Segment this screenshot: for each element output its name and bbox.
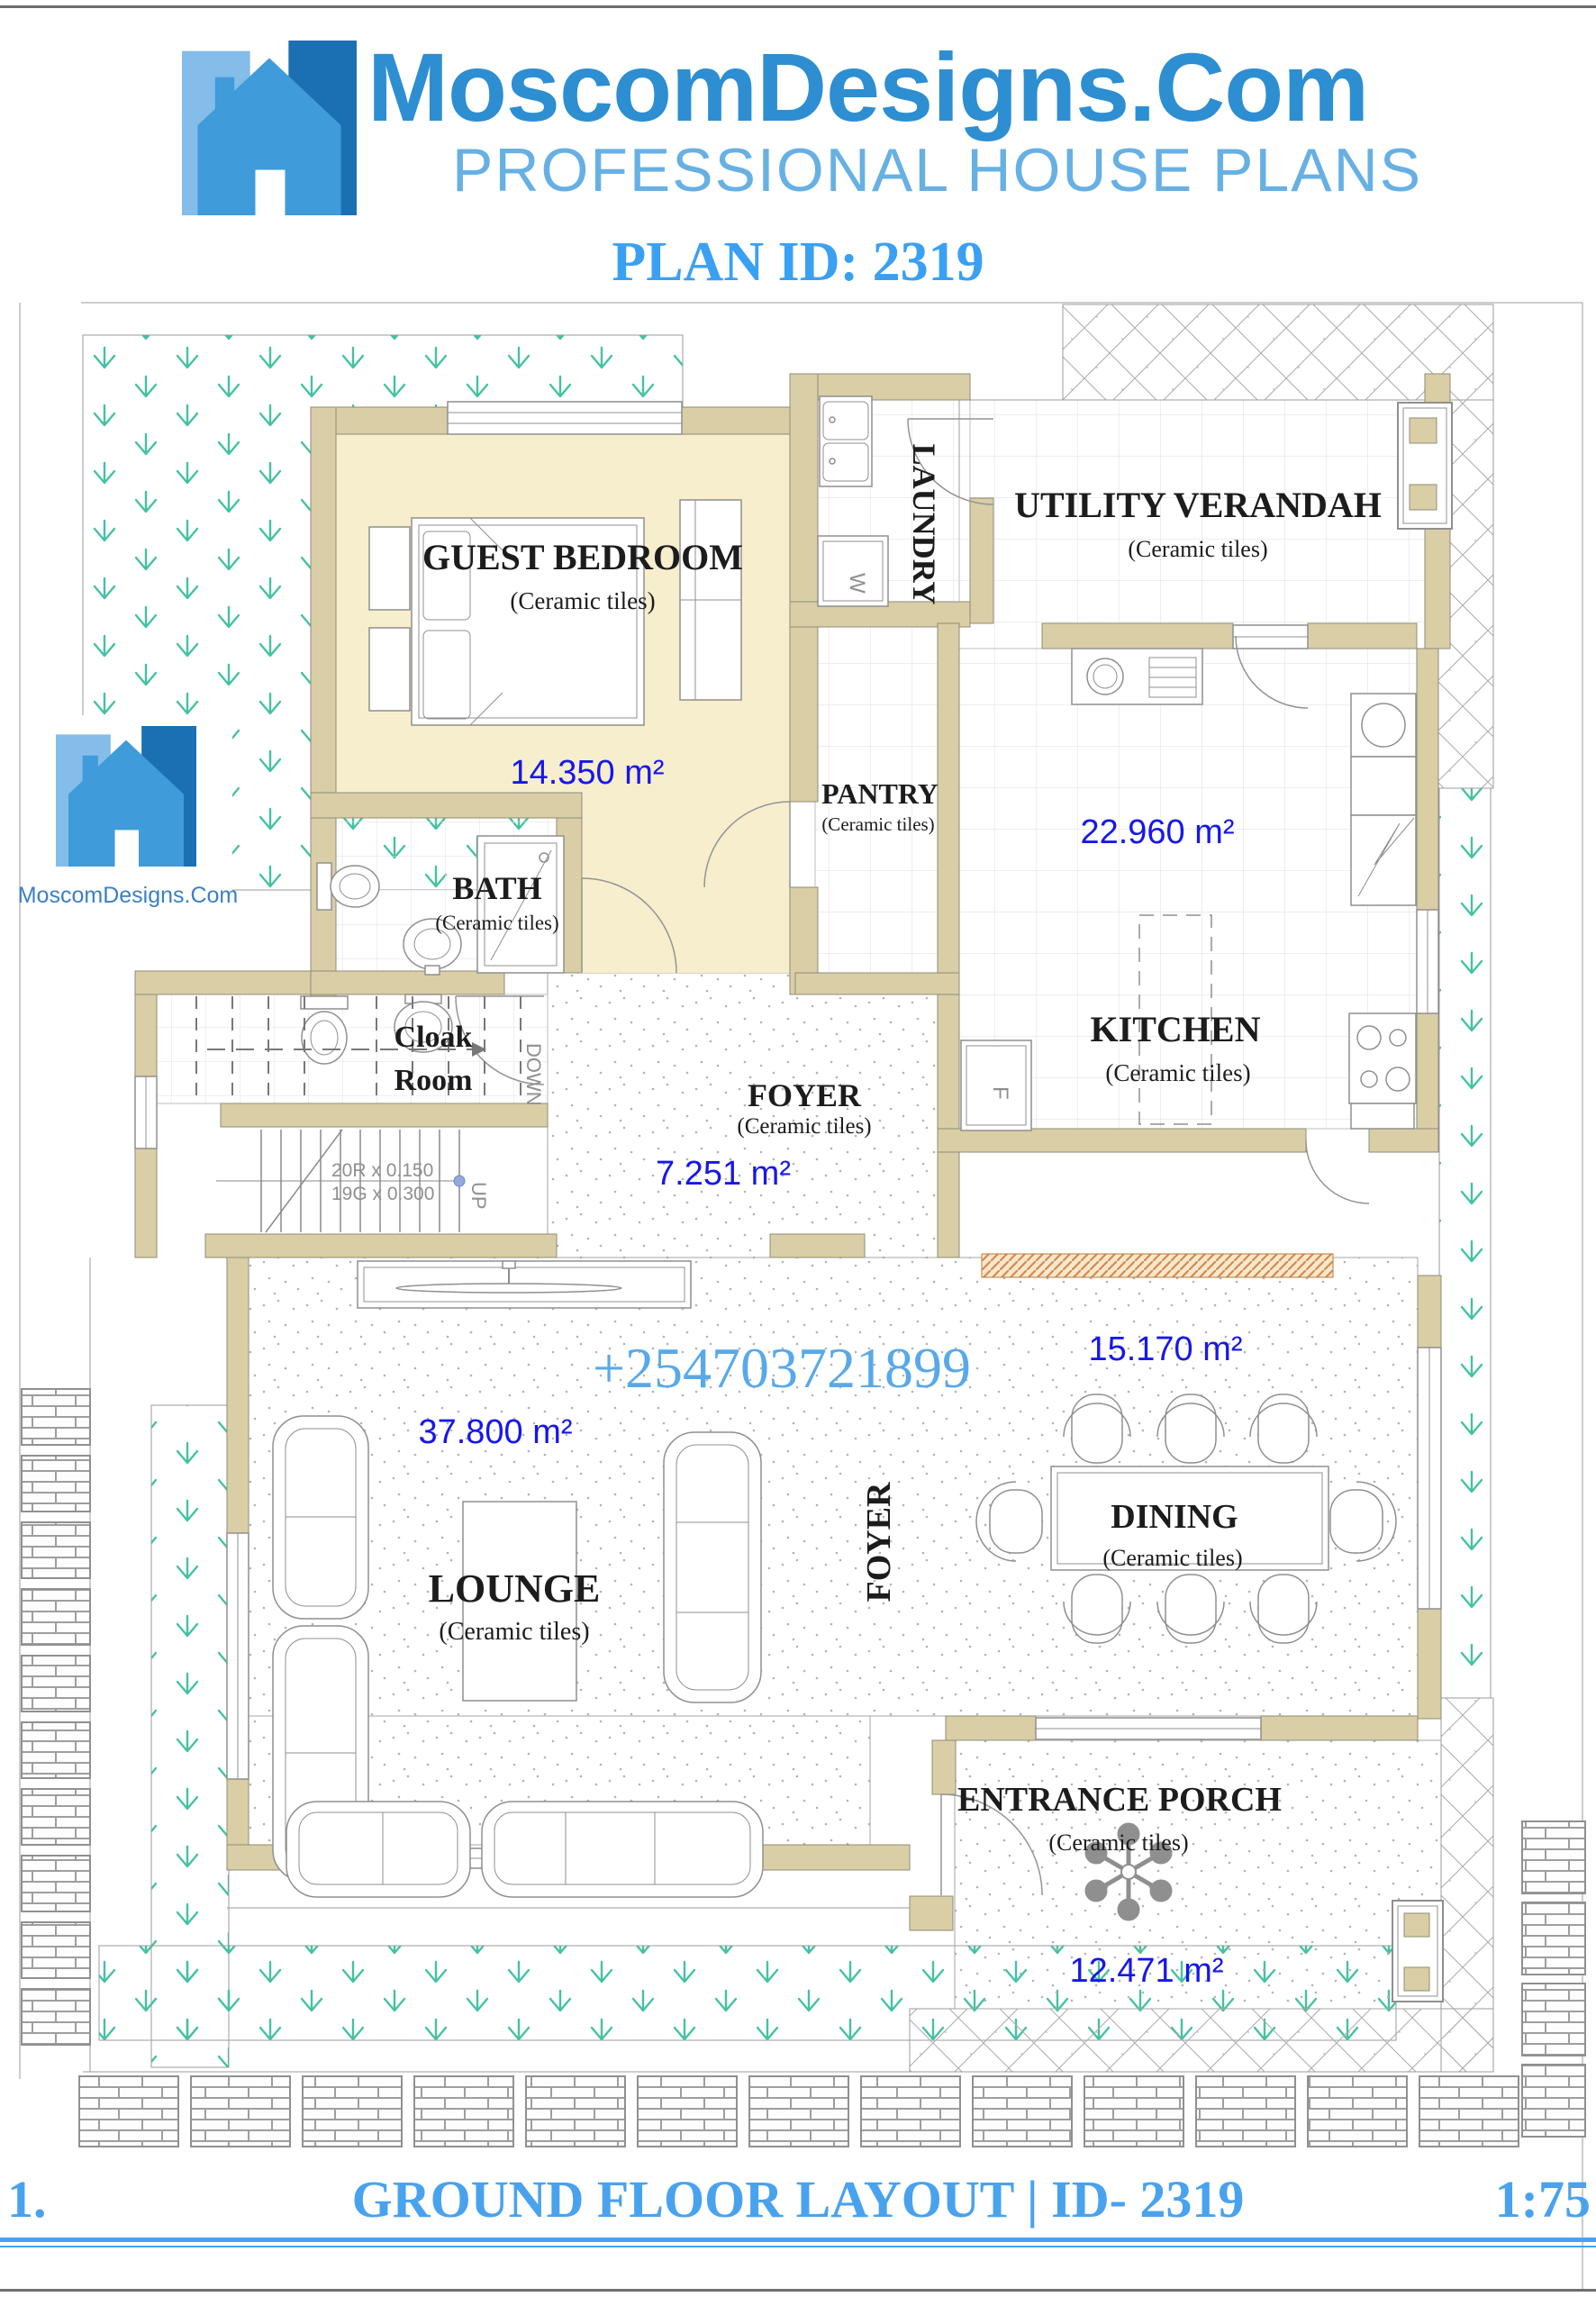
label-lounge-finish: (Ceramic tiles): [439, 1618, 589, 1646]
label-utility-verandah-finish: (Ceramic tiles): [1128, 536, 1267, 562]
phone-watermark: +254703721899: [593, 1336, 971, 1400]
bottom-border-line: [0, 2289, 1596, 2292]
sheet-number: 1.: [7, 2170, 47, 2229]
area-dining: 15.170 m²: [1088, 1330, 1242, 1368]
stair-risers-note: 20R x 0.150: [331, 1160, 433, 1181]
cloak-toilet: [300, 995, 349, 1065]
area-entrance-porch: 12.471 m²: [1069, 1952, 1223, 1990]
label-foyer-vertical: FOYER: [860, 1482, 898, 1602]
brand-title: MoscomDesigns.Com: [367, 32, 1369, 141]
dining-archway-beam: [981, 1253, 1334, 1278]
footer-rule-thick: [0, 2238, 1596, 2242]
area-guest-bedroom: 14.350 m²: [510, 754, 664, 792]
bed: [411, 517, 645, 726]
kitchen-island: [1138, 914, 1212, 1125]
coffee-table: [462, 1501, 577, 1702]
tv-console: [357, 1260, 692, 1309]
stair-node: [453, 1175, 466, 1187]
stair-down-label: DOWN: [522, 1043, 545, 1106]
brand-tagline: PROFESSIONAL HOUSE PLANS: [452, 136, 1423, 204]
label-foyer-finish: (Ceramic tiles): [737, 1114, 871, 1139]
footer-rule-thin: [0, 2246, 1596, 2247]
room-labels: GUEST BEDROOM (Ceramic tiles) 14.350 m² …: [394, 444, 1382, 1990]
label-cloak-2: Room: [394, 1064, 473, 1097]
area-kitchen: 22.960 m²: [1080, 813, 1234, 851]
nightstand: [368, 627, 411, 712]
label-bath: BATH: [452, 870, 541, 906]
kitchen-counters: [1348, 693, 1417, 1130]
label-lounge: LOUNGE: [429, 1566, 601, 1611]
label-guest-bedroom-finish: (Ceramic tiles): [510, 587, 655, 614]
sheet-scale: 1:75: [1494, 2170, 1591, 2229]
label-kitchen-finish: (Ceramic tiles): [1105, 1059, 1250, 1086]
label-guest-bedroom: GUEST BEDROOM: [422, 537, 743, 577]
bath-basin: [403, 918, 462, 976]
title-block: 1. GROUND FLOOR LAYOUT | ID- 2319 1:75: [0, 2164, 1596, 2239]
fridge: [960, 1040, 1032, 1131]
brand-logo-icon: [182, 41, 357, 215]
sheet-title: GROUND FLOOR LAYOUT | ID- 2319: [351, 2170, 1245, 2229]
dining-table: [1050, 1466, 1329, 1571]
plan-id-title: PLAN ID: 2319: [612, 232, 984, 293]
columns: [1392, 402, 1453, 2002]
label-pantry: PANTRY: [821, 777, 939, 810]
label-dining: DINING: [1111, 1498, 1238, 1536]
cloak-basin: [394, 994, 453, 1053]
dining-chairs: [975, 1394, 1397, 1644]
laundry-sink: [819, 395, 873, 487]
label-laundry: LAUNDRY: [906, 444, 942, 605]
label-entrance-porch: ENTRANCE PORCH: [957, 1781, 1282, 1819]
nightstand: [368, 526, 411, 611]
watermark-brand-text: MoscomDesigns.Com: [18, 883, 239, 908]
sofa: [272, 1415, 764, 1898]
label-kitchen: KITCHEN: [1091, 1009, 1261, 1049]
label-entrance-porch-finish: (Ceramic tiles): [1048, 1829, 1188, 1856]
area-lounge: 37.800 m²: [418, 1413, 572, 1451]
label-bath-finish: (Ceramic tiles): [435, 912, 558, 934]
label-dining-finish: (Ceramic tiles): [1102, 1545, 1242, 1571]
door-arcs: [455, 418, 1370, 1896]
area-foyer: 7.251 m²: [656, 1155, 791, 1193]
label-utility-verandah: UTILITY VERANDAH: [1014, 485, 1382, 525]
stair-up-label: UP: [467, 1182, 490, 1210]
shower: [476, 835, 565, 974]
watermark-logo: MoscomDesigns.Com: [18, 715, 239, 919]
furniture: [272, 395, 1417, 1921]
top-border-line: [0, 5, 1596, 8]
kitchen-sink-counter: [1071, 648, 1203, 705]
porch-star-icon: [1084, 1822, 1173, 1921]
washer-label: W: [845, 573, 869, 594]
wardrobe: [679, 499, 742, 701]
label-foyer: FOYER: [748, 1077, 862, 1113]
brick-fence: [21, 1388, 1586, 2147]
ceiling-fan: [395, 1260, 622, 1294]
annotations: 20R x 0.150 19G x 0.300 UP DOWN W F +254…: [331, 573, 1012, 1400]
stair-goings-note: 19G x 0.300: [331, 1184, 434, 1204]
staircase: [195, 996, 521, 1233]
label-cloak-1: Cloak: [394, 1021, 473, 1054]
washing-machine: [817, 535, 889, 607]
fridge-label: F: [988, 1086, 1012, 1100]
label-pantry-finish: (Ceramic tiles): [821, 813, 934, 835]
bath-toilet: [316, 862, 380, 911]
